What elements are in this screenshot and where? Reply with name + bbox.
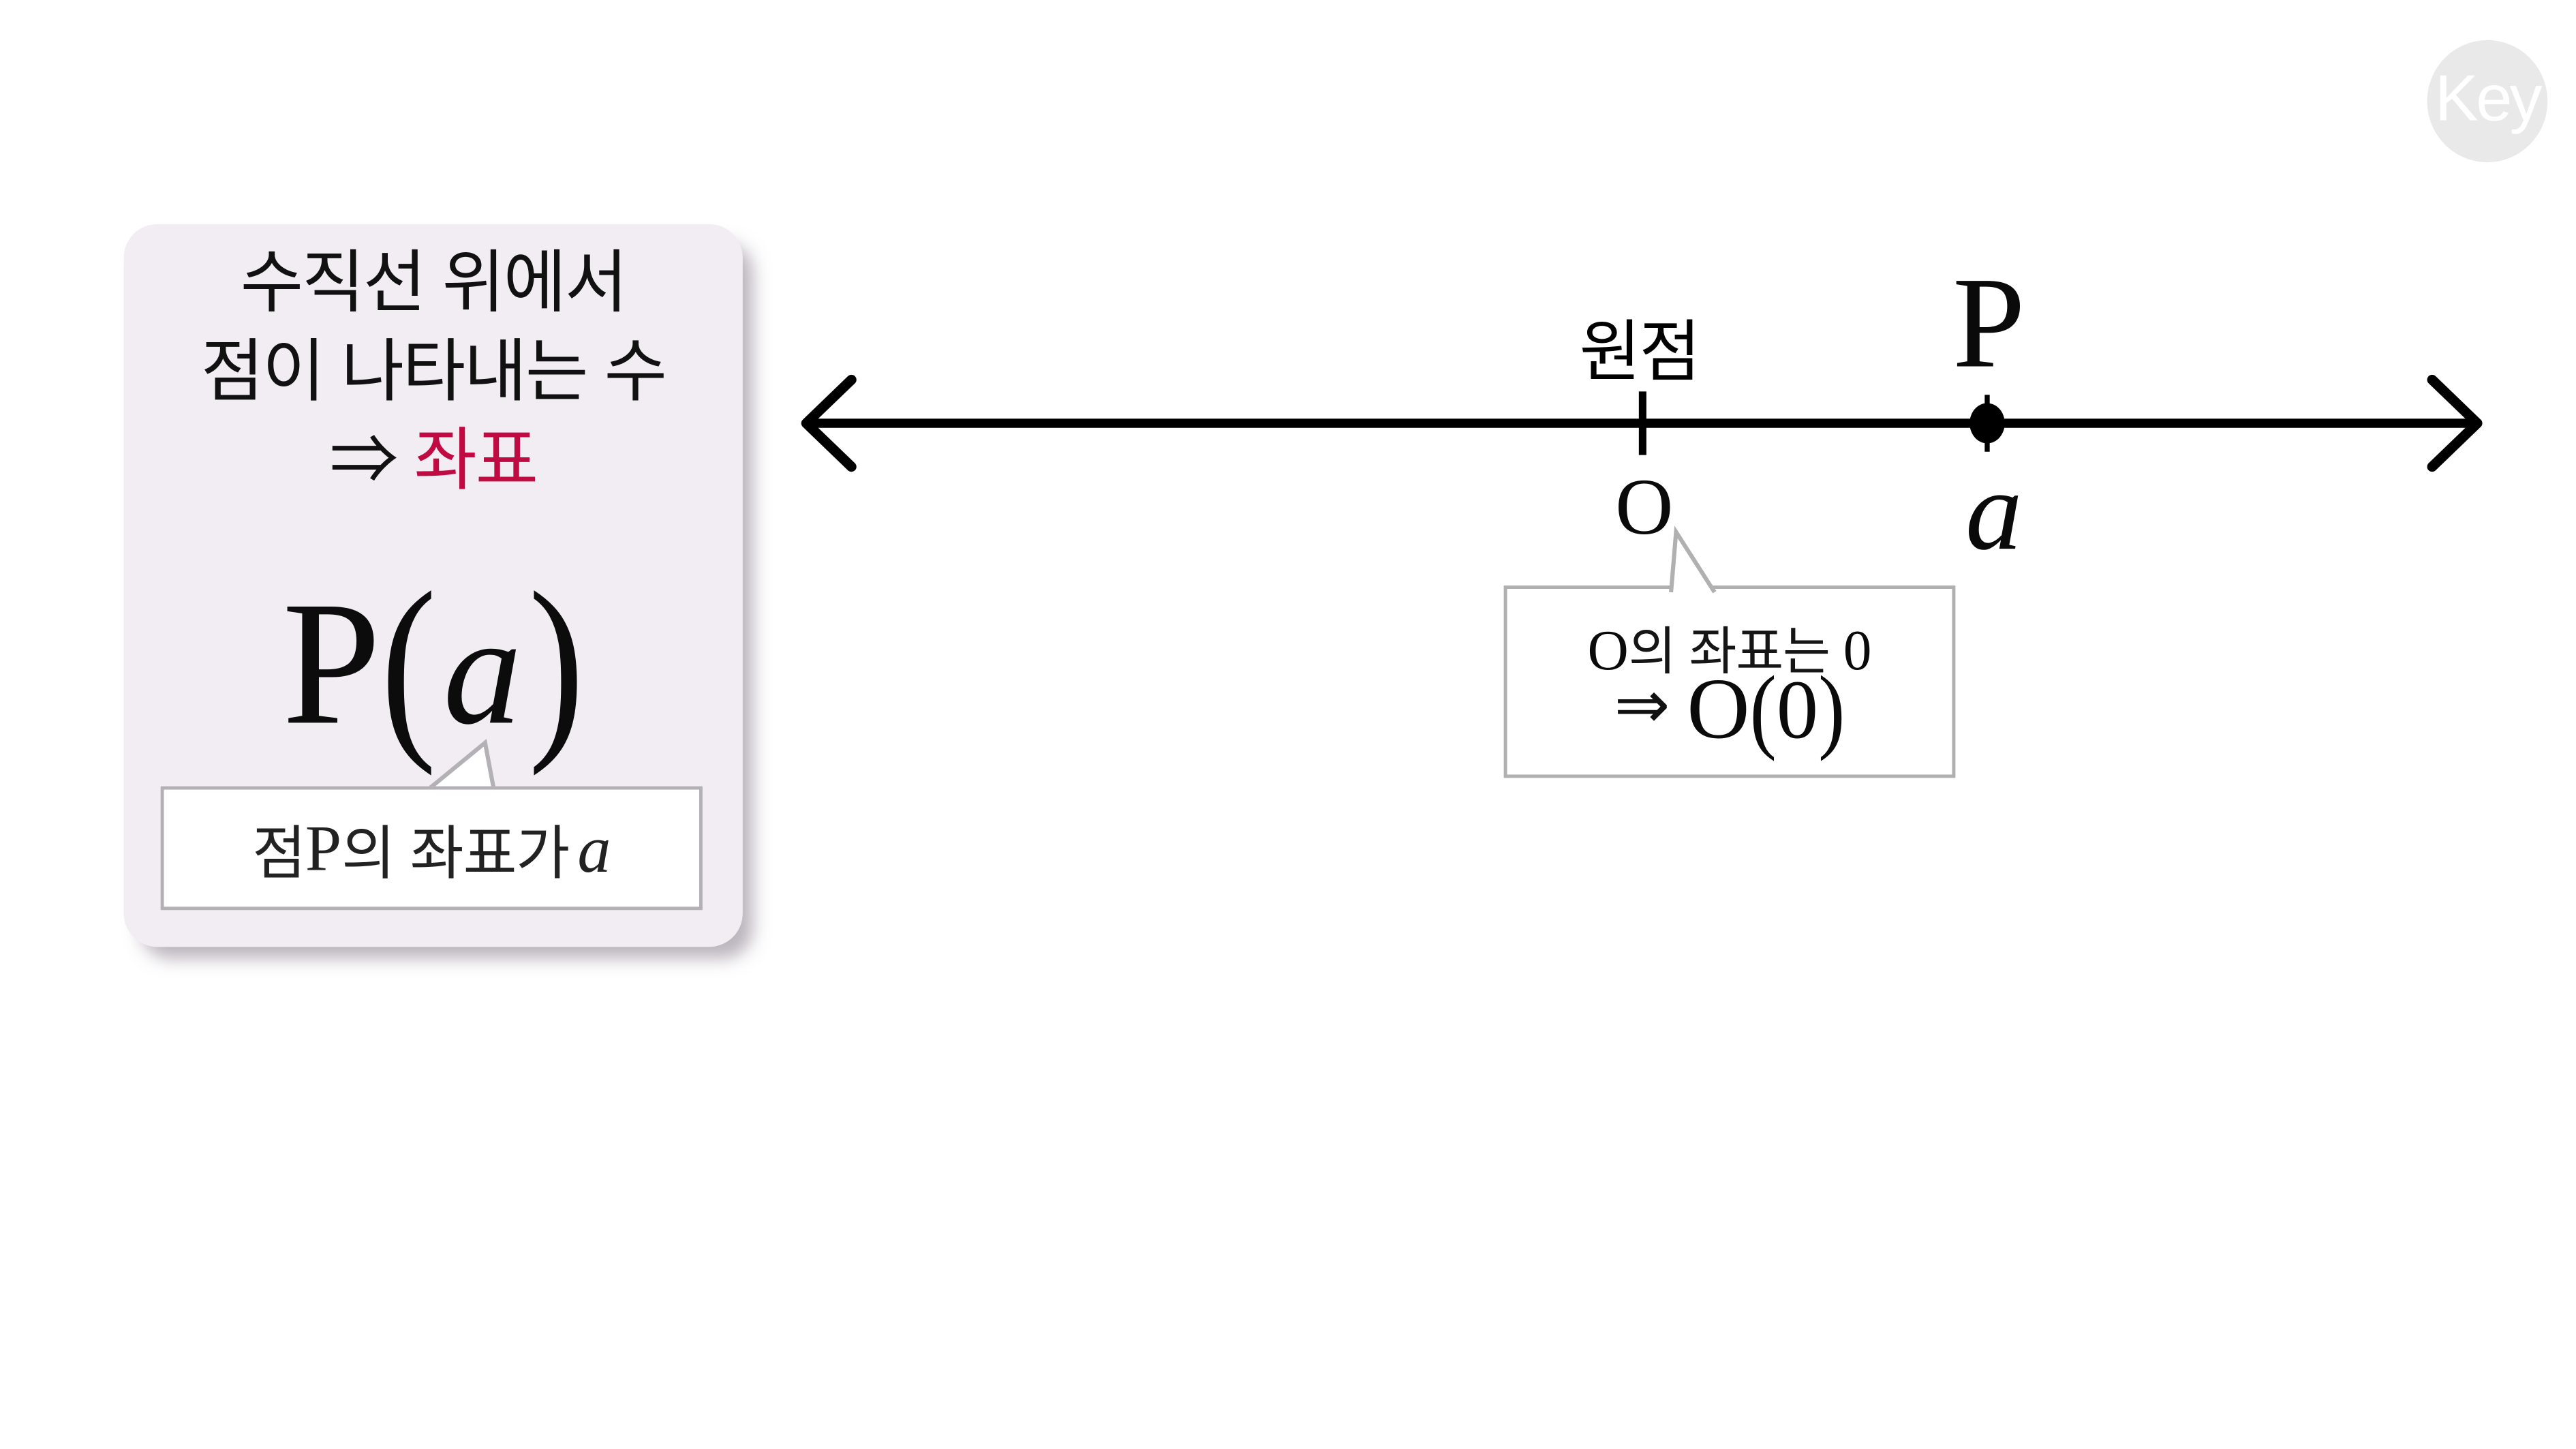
point-a-label: a bbox=[1965, 446, 2023, 574]
point-p-dot bbox=[1969, 403, 2005, 444]
right-arrowhead-icon bbox=[2427, 374, 2483, 472]
formula-open-paren: ( bbox=[380, 550, 437, 777]
point-p-note: 점 P 의 좌표가 a bbox=[160, 786, 703, 911]
callout-formula-close-paren: ) bbox=[1818, 658, 1845, 763]
callout-formula-o: O bbox=[1687, 662, 1750, 758]
point-p-label: P bbox=[1952, 249, 2025, 395]
callout-line-1-text: 의 좌표는 bbox=[1628, 622, 1843, 681]
callout-formula-open-paren: ( bbox=[1749, 658, 1777, 763]
keyword-coordinate: 좌표 bbox=[414, 421, 538, 499]
note-callout-pointer bbox=[418, 739, 497, 798]
number-line bbox=[801, 374, 2483, 472]
note-variable-a: a bbox=[577, 810, 611, 886]
left-arrowhead-icon bbox=[801, 374, 857, 472]
note-point-letter: P bbox=[305, 812, 342, 885]
formula-close-paren: ) bbox=[528, 550, 585, 777]
key-logo-label: Key bbox=[2434, 63, 2543, 135]
formula-point-letter: P bbox=[282, 565, 381, 761]
callout-line-2: ⇒O(0) bbox=[1507, 658, 1952, 762]
concept-card: 수직선 위에서 점이 나타내는 수 ⇒ 좌표 P(a) 점 P 의 좌표가 a bbox=[123, 224, 743, 947]
card-line-1: 수직선 위에서 bbox=[240, 244, 628, 322]
callout-double-arrow-symbol: ⇒ bbox=[1614, 669, 1670, 743]
note-text-middle: 의 좌표가 bbox=[341, 820, 570, 886]
formula-p-of-a: P(a) bbox=[124, 562, 743, 765]
origin-o-label: O bbox=[1615, 463, 1674, 552]
note-text-prefix: 점 bbox=[252, 820, 306, 886]
formula-variable-a: a bbox=[443, 583, 522, 758]
callout-zero-value: 0 bbox=[1843, 620, 1872, 683]
callout-formula-zero: 0 bbox=[1776, 662, 1819, 757]
origin-callout: O의 좌표는 0 ⇒O(0) bbox=[1503, 525, 1956, 778]
callout-o-letter: O bbox=[1587, 620, 1629, 683]
card-conclusion-line: ⇒ 좌표 bbox=[124, 415, 743, 506]
origin-label: 원점 bbox=[1579, 316, 1701, 390]
origin-callout-pointer bbox=[1669, 525, 1717, 594]
double-arrow-symbol: ⇒ bbox=[329, 421, 399, 499]
callout-line-1: O의 좌표는 0 bbox=[1507, 609, 1952, 684]
key-logo-badge: Key bbox=[2427, 40, 2548, 163]
card-line-2: 점이 나타내는 수 bbox=[200, 333, 667, 410]
